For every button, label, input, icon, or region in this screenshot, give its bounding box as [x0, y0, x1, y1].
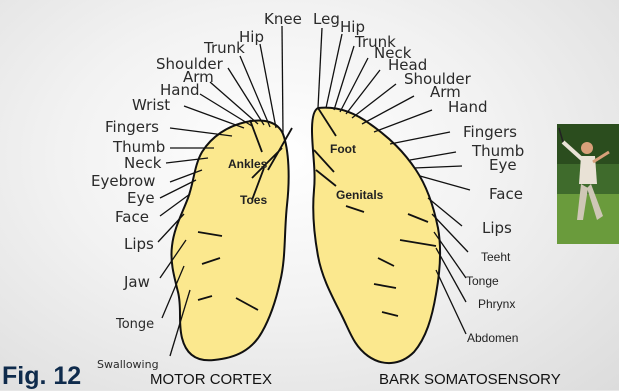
motor-label-lips: Lips — [124, 235, 154, 253]
sensory-label-eye: Eye — [489, 156, 517, 174]
sensory-label-hand: Hand — [448, 98, 488, 116]
sensory-label-tonge: Tonge — [466, 274, 499, 288]
motor-cortex-caption: MOTOR CORTEX — [150, 371, 272, 388]
sensory-cortex-caption: BARK SOMATOSENSORY — [379, 371, 561, 388]
motor-inner-ankles: Ankles — [228, 157, 268, 171]
motor-label-face: Face — [115, 208, 149, 226]
sensory-label-phrynx: Phrynx — [478, 297, 515, 311]
motor-label-fingers: Fingers — [105, 118, 159, 136]
sensory-label-teeht: Teeht — [481, 250, 511, 264]
sensory-label-leg: Leg — [313, 10, 340, 28]
motor-label-jaw: Jaw — [123, 273, 150, 291]
motor-label-knee: Knee — [264, 10, 302, 28]
sensory-label-fingers: Fingers — [463, 123, 517, 141]
sensory-label-face: Face — [489, 185, 523, 203]
motor-inner-toes: Toes — [240, 193, 267, 207]
motor-label-swallowing: Swallowing — [97, 358, 159, 371]
sensory-inner-genitals: Genitals — [336, 188, 384, 202]
golfer-photo — [557, 124, 619, 244]
motor-label-neck: Neck — [124, 154, 162, 172]
motor-label-tonge: Tonge — [115, 317, 154, 332]
figure-label: Fig. 12 — [2, 362, 81, 391]
sensory-label-abdomen: Abdomen — [467, 331, 518, 345]
motor-label-wrist: Wrist — [132, 96, 170, 114]
sensory-label-lips: Lips — [482, 219, 512, 237]
motor-label-eye: Eye — [127, 189, 155, 207]
motor-label-eyebrow: Eyebrow — [91, 172, 155, 190]
sensory-inner-foot: Foot — [330, 142, 356, 156]
